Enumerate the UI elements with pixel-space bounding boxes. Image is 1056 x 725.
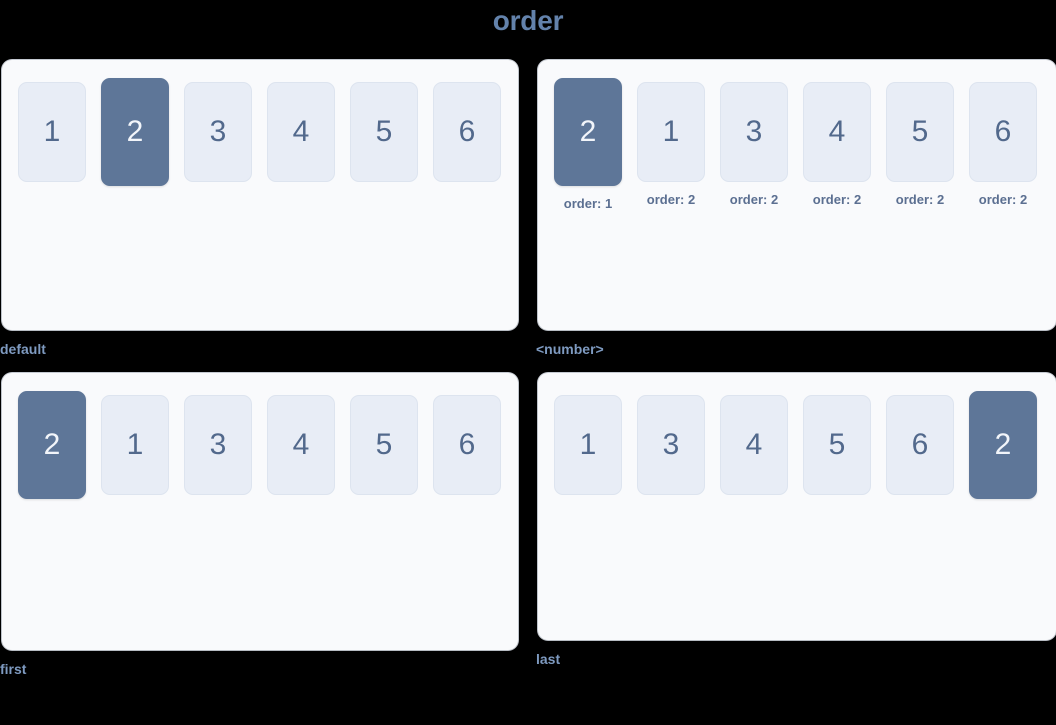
flex-item-box[interactable]: 3	[184, 82, 252, 182]
order-note: order: 2	[812, 192, 862, 207]
order-note: order: 1	[563, 196, 613, 211]
flex-item-cell: 1	[554, 395, 622, 495]
flex-item-cell: 1	[18, 82, 86, 182]
flex-item-cell: 4	[267, 395, 335, 495]
flex-item-cell: 6	[886, 395, 954, 495]
flex-item-box[interactable]: 5	[886, 82, 954, 182]
flex-item-box[interactable]: 1	[554, 395, 622, 495]
flex-item-box[interactable]: 1	[101, 395, 169, 495]
flex-item-cell: 1	[101, 395, 169, 495]
flex-item-box[interactable]: 3	[184, 395, 252, 495]
flex-item-cell: 5 order: 2	[886, 82, 954, 208]
flex-item-box[interactable]: 5	[803, 395, 871, 495]
flex-item-cell: 5	[350, 395, 418, 495]
flex-item-box-active[interactable]: 2	[554, 78, 622, 186]
flex-item-box[interactable]: 6	[969, 82, 1037, 182]
flex-item-cell: 2	[18, 391, 86, 499]
caption-last: last	[536, 651, 561, 667]
flex-item-cell: 6	[433, 395, 501, 495]
flex-item-cell: 2 order: 1	[554, 78, 622, 212]
order-note: order: 2	[729, 192, 779, 207]
flex-item-box[interactable]: 3	[720, 82, 788, 182]
flex-item-cell: 3 order: 2	[720, 82, 788, 208]
flex-item-cell: 5	[803, 395, 871, 495]
demo-block-number: 2 order: 1 1 order: 2 3 order: 2 4 order: 2 5 ord…	[536, 60, 1056, 358]
caption-number: <number>	[536, 341, 604, 357]
flex-item-box[interactable]: 6	[886, 395, 954, 495]
flex-item-box-active[interactable]: 2	[18, 391, 86, 499]
flex-item-cell: 3	[184, 82, 252, 182]
flex-item-box[interactable]: 1	[18, 82, 86, 182]
flex-item-box-active[interactable]: 2	[101, 78, 169, 186]
flex-item-cell: 5	[350, 82, 418, 182]
flex-item-box[interactable]: 4	[267, 395, 335, 495]
flex-item-box[interactable]: 6	[433, 395, 501, 495]
flex-item-cell: 3	[637, 395, 705, 495]
flex-item-box[interactable]: 4	[720, 395, 788, 495]
page-title: order	[492, 5, 564, 36]
flex-item-box[interactable]: 5	[350, 395, 418, 495]
flex-item-box[interactable]: 6	[433, 82, 501, 182]
flex-item-box-active[interactable]: 2	[969, 391, 1037, 499]
flex-item-cell: 2	[969, 391, 1037, 499]
flex-item-cell: 6 order: 2	[969, 82, 1037, 208]
box-row-number: 2 order: 1 1 order: 2 3 order: 2 4 order: 2 5 ord…	[554, 78, 1040, 212]
flex-item-cell: 3	[184, 395, 252, 495]
flex-item-box[interactable]: 3	[637, 395, 705, 495]
flex-item-box[interactable]: 4	[267, 82, 335, 182]
flex-item-cell: 4 order: 2	[803, 82, 871, 208]
panel-number: 2 order: 1 1 order: 2 3 order: 2 4 order: 2 5 ord…	[538, 60, 1056, 330]
flex-item-cell: 6	[433, 82, 501, 182]
flex-item-cell: 4	[267, 82, 335, 182]
flex-item-cell: 4	[720, 395, 788, 495]
caption-first: first	[0, 661, 27, 677]
order-note: order: 2	[978, 192, 1028, 207]
order-note: order: 2	[646, 192, 696, 207]
flex-item-box[interactable]: 1	[637, 82, 705, 182]
flex-item-box[interactable]: 5	[350, 82, 418, 182]
flex-item-cell: 2	[101, 78, 169, 186]
order-note: order: 2	[895, 192, 945, 207]
flex-item-box[interactable]: 4	[803, 82, 871, 182]
caption-default: default	[0, 341, 46, 357]
flex-item-cell: 1 order: 2	[637, 82, 705, 208]
